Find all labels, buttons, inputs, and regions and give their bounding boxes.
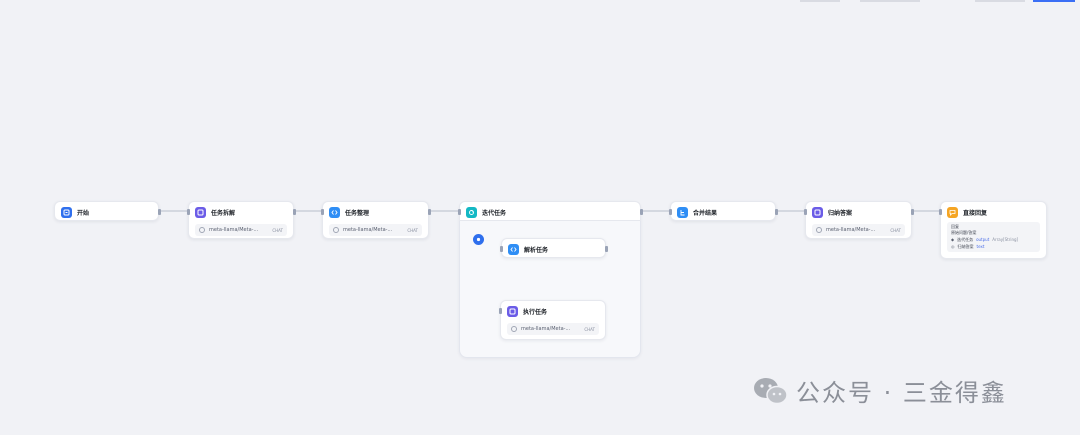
- watermark-text: 公众号 · 三金得鑫: [796, 379, 1007, 407]
- input-handle[interactable]: [499, 308, 502, 314]
- model-mode: CHAT: [407, 227, 418, 233]
- iteration-start-icon[interactable]: [473, 234, 484, 245]
- llm-icon: [812, 206, 823, 218]
- node-task-decompose[interactable]: 任务拆解 meta-llama/Meta-... CHAT: [187, 201, 296, 239]
- toolbar-stub: [800, 0, 840, 2]
- input-handle[interactable]: [669, 209, 672, 215]
- variable-name: output: [976, 237, 990, 242]
- model-name: meta-llama/Meta-...: [826, 227, 876, 233]
- node-task-organize[interactable]: 任务整理 meta-llama/Meta-... CHAT: [321, 201, 431, 239]
- model-chip[interactable]: meta-llama/Meta-... CHAT: [507, 323, 599, 335]
- model-chip[interactable]: meta-llama/Meta-... CHAT: [195, 224, 287, 236]
- model-mode: CHAT: [890, 227, 901, 233]
- reply-icon: [947, 206, 958, 218]
- output-handle[interactable]: [911, 209, 914, 215]
- model-icon: [333, 227, 339, 233]
- node-title: 任务拆解: [211, 209, 236, 217]
- node-summarize[interactable]: 归纳答案 meta-llama/Meta-... CHAT: [804, 201, 914, 239]
- output-handle[interactable]: [293, 209, 296, 215]
- input-handle[interactable]: [804, 209, 807, 215]
- model-name: meta-llama/Meta-...: [209, 227, 259, 233]
- toolbar-stub: [860, 0, 920, 2]
- llm-icon: [195, 206, 206, 218]
- model-name: meta-llama/Meta-...: [343, 227, 393, 233]
- input-handle[interactable]: [500, 246, 503, 252]
- model-mode: CHAT: [272, 227, 283, 233]
- model-icon: [816, 227, 822, 233]
- node-merge[interactable]: 合并结果: [669, 201, 778, 221]
- reply-body: 回复 原始问题/答案 ◆ 迭代任务 output Array[String] ◎…: [947, 222, 1040, 252]
- model-chip[interactable]: meta-llama/Meta-... CHAT: [329, 224, 422, 236]
- reply-variable-row: ◎ 归纳答案 text: [951, 243, 1036, 250]
- reply-subtitle: 原始问题/答案: [951, 230, 977, 235]
- node-iteration[interactable]: 迭代任务: [458, 201, 643, 221]
- variable-source: 归纳答案: [957, 244, 974, 249]
- watermark: 公众号 · 三金得鑫: [752, 373, 1007, 408]
- node-title: 执行任务: [523, 308, 548, 316]
- variable-type: Array[String]: [992, 237, 1019, 242]
- node-parse-task[interactable]: 解析任务: [500, 238, 608, 258]
- wechat-icon: [754, 377, 788, 404]
- llm-icon: [507, 305, 518, 317]
- reply-variable-row: ◆ 迭代任务 output Array[String]: [951, 236, 1036, 243]
- toolbar-stub: [975, 0, 1025, 2]
- input-handle[interactable]: [187, 209, 190, 215]
- merge-icon: [677, 206, 688, 218]
- output-handle[interactable]: [158, 209, 161, 215]
- code-icon: [508, 243, 519, 255]
- node-title: 合并结果: [693, 209, 718, 217]
- output-handle[interactable]: [605, 246, 608, 252]
- model-chip[interactable]: meta-llama/Meta-... CHAT: [812, 224, 905, 236]
- node-title: 开始: [77, 209, 90, 217]
- code-icon: [329, 206, 340, 218]
- node-reply[interactable]: 直接回复 回复 原始问题/答案 ◆ 迭代任务 output Array[Stri…: [939, 201, 1047, 259]
- model-icon: [199, 227, 205, 233]
- iteration-icon: [466, 206, 477, 218]
- node-title: 直接回复: [963, 209, 988, 217]
- variable-source: 迭代任务: [957, 237, 974, 242]
- model-mode: CHAT: [584, 326, 595, 332]
- node-title: 解析任务: [524, 246, 549, 254]
- node-title: 任务整理: [345, 209, 370, 217]
- node-start[interactable]: 开始: [54, 201, 161, 221]
- output-handle[interactable]: [775, 209, 778, 215]
- llm-mini-icon: ◎: [951, 244, 955, 249]
- reply-label: 回复: [951, 224, 959, 229]
- input-handle[interactable]: [321, 209, 324, 215]
- node-title: 归纳答案: [828, 209, 853, 217]
- toolbar-stub-primary[interactable]: [1033, 0, 1075, 2]
- model-icon: [511, 326, 517, 332]
- iteration-mini-icon: ◆: [951, 237, 955, 242]
- node-title: 迭代任务: [482, 209, 507, 217]
- output-handle[interactable]: [640, 209, 643, 215]
- variable-name: text: [976, 244, 985, 249]
- node-execute-task[interactable]: 执行任务 meta-llama/Meta-... CHAT: [499, 300, 606, 340]
- start-icon: [61, 206, 72, 218]
- input-handle[interactable]: [458, 209, 461, 215]
- output-handle[interactable]: [428, 209, 431, 215]
- model-name: meta-llama/Meta-...: [521, 326, 571, 332]
- input-handle[interactable]: [939, 209, 942, 215]
